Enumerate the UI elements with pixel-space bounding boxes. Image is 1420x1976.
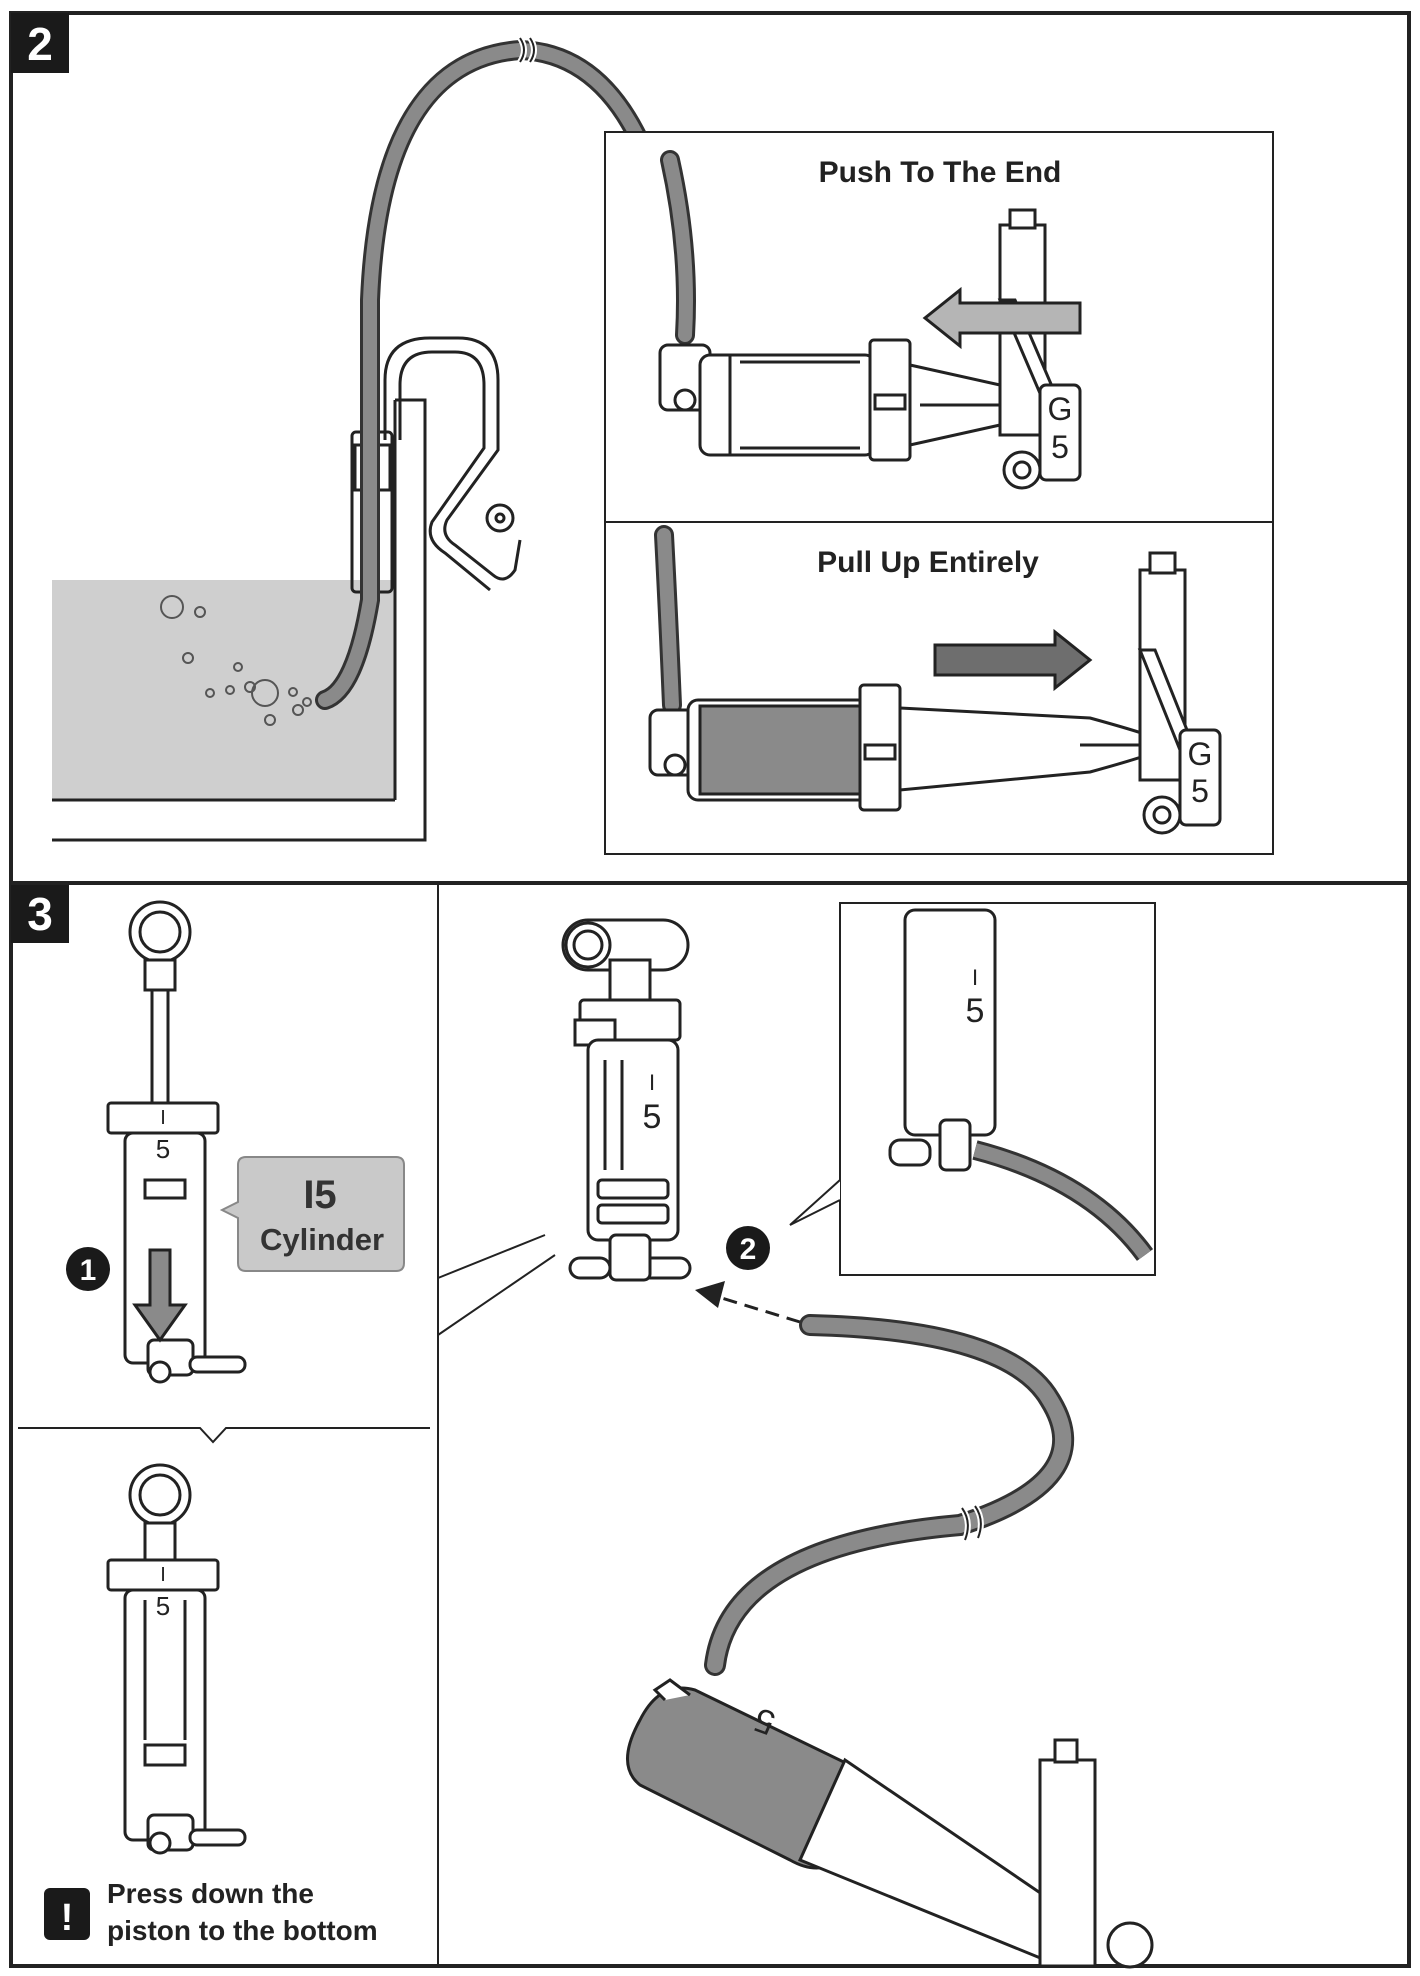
- cylinder-upright-letter: I: [649, 1070, 655, 1095]
- part-number-bottom: 5: [1191, 773, 1209, 809]
- cylinder-upright: [561, 918, 692, 1282]
- step-2-number: 2: [27, 18, 53, 70]
- note-line-1: Press down the: [107, 1878, 314, 1909]
- inset-cylinder-number: 5: [966, 992, 985, 1030]
- syringe-bottom: [648, 683, 1172, 812]
- substep-1-number: 1: [80, 1254, 97, 1287]
- outer-frame: [9, 11, 1411, 1968]
- left-row-divider: [18, 1427, 430, 1444]
- panel-caption-push: Push To The End: [819, 156, 1062, 189]
- arrow-right: [933, 628, 1093, 692]
- piston-rod-g5-top: [997, 208, 1082, 490]
- note-line-2: piston to the bottom: [107, 1915, 378, 1946]
- panel-caption-pull: Pull Up Entirely: [817, 546, 1039, 579]
- warning-icon: [44, 1888, 90, 1940]
- panel-pull-up: Pull Up Entirely G 5: [604, 521, 1274, 855]
- dashed-arrow: [714, 1294, 801, 1324]
- bubbles: [160, 595, 312, 726]
- part-tag-name: Cylinder: [260, 1222, 384, 1257]
- down-arrow-icon: [132, 1248, 188, 1343]
- zoom-inset: I 5: [789, 902, 1156, 1276]
- step-2-section: 2: [11, 13, 1274, 855]
- substep-2-number: 2: [740, 1233, 757, 1266]
- step-3-section: 3 I 5 I5 Cylinder 1: [11, 885, 1156, 1969]
- note: ! Press down the piston to the bottom: [44, 1878, 378, 1946]
- syringe-assembled: [626, 1678, 1154, 1969]
- step-2-badge: [11, 13, 69, 73]
- inset-cylinder-letter: I: [972, 965, 978, 990]
- piston-rod-g5-bottom: [1137, 551, 1222, 835]
- cylinder-mark-down-number: 5: [156, 1591, 170, 1621]
- warning-icon-glyph: !: [61, 1897, 74, 1939]
- part-tag-i5: I5 Cylinder: [219, 1156, 405, 1272]
- part-letter-top: G: [1048, 391, 1073, 427]
- step-3-badge: [11, 885, 69, 943]
- tube-step-3: [704, 1314, 1075, 1676]
- part-number-top: 5: [1051, 429, 1069, 465]
- panel-push-to-end: Push To The End: [604, 131, 1274, 523]
- part-tag-code: I5: [303, 1173, 336, 1217]
- substep-1-badge: [66, 1247, 110, 1291]
- dashed-arrow-head: [695, 1281, 725, 1308]
- cylinder-mark-down-letter: I: [160, 1564, 166, 1586]
- syringe-top: [658, 338, 1062, 462]
- cylinder-upright-number: 5: [643, 1098, 662, 1136]
- part-letter-bottom: G: [1188, 736, 1213, 772]
- cylinder-mark-up-number: 5: [156, 1134, 170, 1164]
- step-3-number: 3: [27, 888, 53, 940]
- cylinder-mark-up-letter: I: [160, 1107, 166, 1129]
- callout-leader: [437, 1234, 556, 1336]
- arrow-left: [922, 286, 1082, 350]
- substep-2-badge: [726, 1226, 770, 1270]
- cylinder-piston-down: [106, 1463, 247, 1855]
- cylinder-piston-up: [106, 900, 247, 1384]
